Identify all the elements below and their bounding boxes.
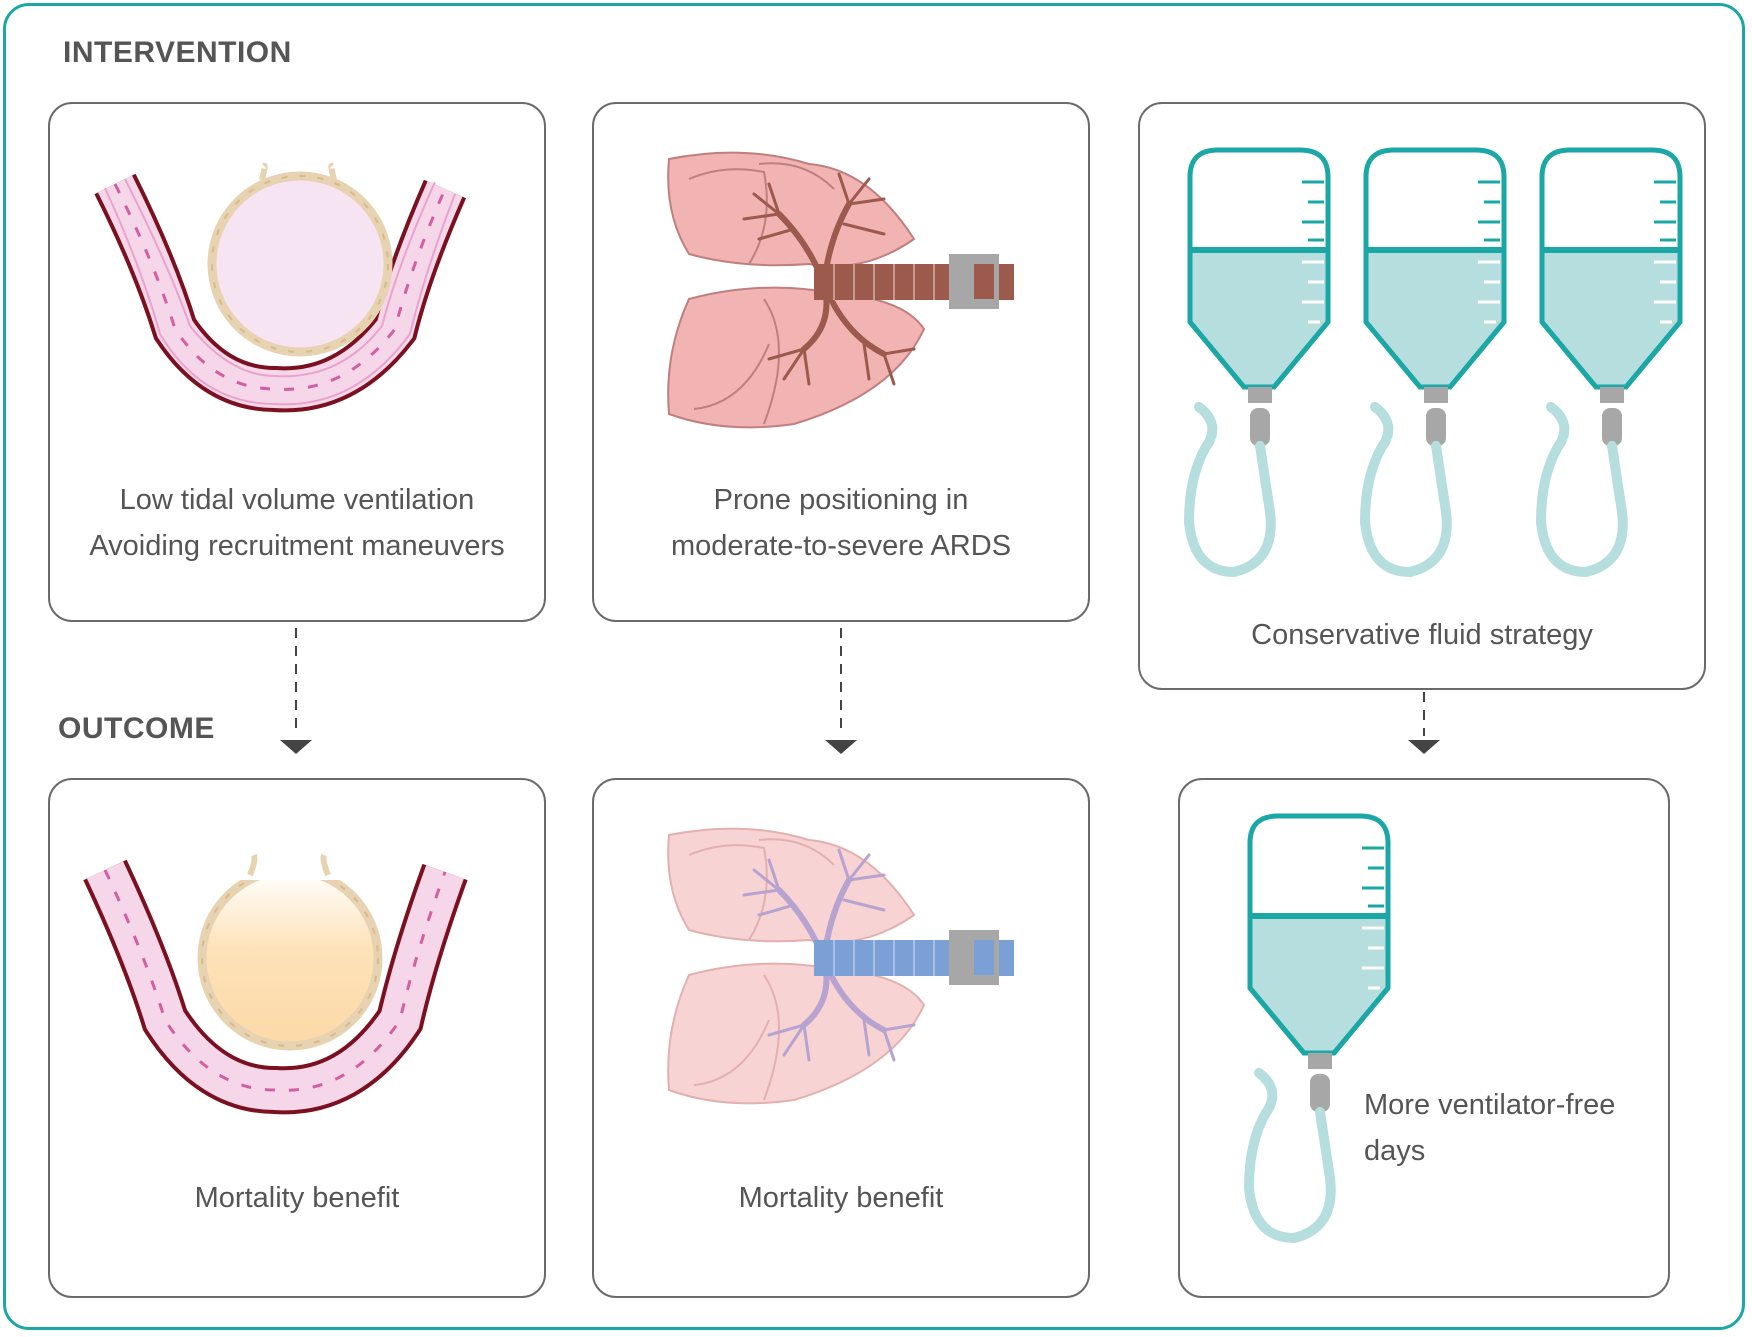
iv-bag-outcome-illustration [1243,813,1391,1244]
outcome-card-mortality-benefit-2: Mortality benefit [592,778,1090,1298]
arrow-down-icon [825,628,857,754]
caption-line: Avoiding recruitment maneuvers [89,530,505,562]
figure-frame [3,3,1745,1330]
intervention-label: INTERVENTION [63,36,292,69]
outcome-caption-2: Mortality benefit [594,1175,1088,1221]
alveolus-vessel-outcome-illustration [83,850,468,1115]
intervention-card-low-tidal-volume: Low tidal volume ventilation Avoiding re… [48,102,546,622]
intervention-card-prone-positioning: Prone positioning in moderate-to-severe … [592,102,1090,622]
iv-bag-icon [1183,147,1331,578]
intervention-card-fluid-strategy: Conservative fluid strategy [1138,102,1706,690]
outcome-label: OUTCOME [58,712,215,745]
iv-bags-illustration [1183,147,1683,578]
iv-bag-icon [1243,813,1391,1244]
lungs-illustration [667,151,1014,429]
caption-line: Mortality benefit [738,1182,944,1214]
outcome-caption-3: More ventilator-free days [1364,1082,1615,1174]
lungs-outcome-illustration [667,827,1014,1105]
iv-bag-icon [1359,147,1507,578]
alveolus-vessel-illustration [94,162,467,413]
outcome-card-ventilator-free-days: More ventilator-free days [1178,778,1670,1298]
caption-line: Prone positioning in [713,484,969,516]
outcome-card-mortality-benefit-1: Mortality benefit [48,778,546,1298]
caption-line: days [1364,1135,1426,1167]
iv-bag-icon [1535,147,1683,578]
caption-line: More ventilator-free [1364,1089,1616,1121]
intervention-caption-1: Low tidal volume ventilation Avoiding re… [50,477,544,569]
arrow-down-icon [1408,692,1440,754]
caption-line: Low tidal volume ventilation [119,484,475,516]
intervention-caption-2: Prone positioning in moderate-to-severe … [594,477,1088,569]
caption-line: Conservative fluid strategy [1251,619,1593,651]
intervention-caption-3: Conservative fluid strategy [1140,612,1704,658]
caption-line: Mortality benefit [194,1182,400,1214]
outcome-caption-1: Mortality benefit [50,1175,544,1221]
arrow-down-icon [280,628,312,754]
caption-line: moderate-to-severe ARDS [670,530,1012,562]
